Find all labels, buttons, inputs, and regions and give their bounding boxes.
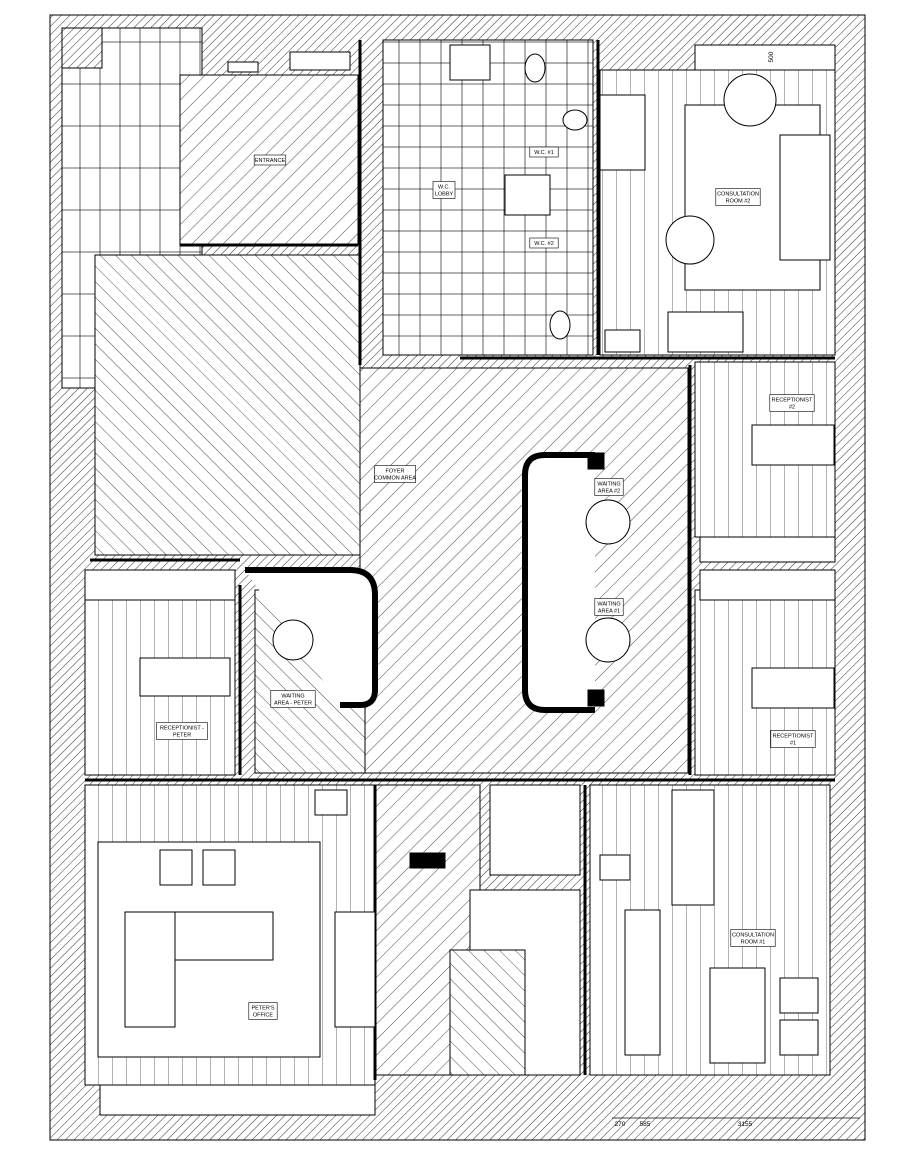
- room-label-box: [594, 598, 624, 616]
- room-label-consultation1: CONSULTATION: [732, 933, 774, 939]
- room-label-receptionist-peter: RECEPTIONIST -: [160, 726, 204, 732]
- dimension-bottom: 3155: [738, 1121, 753, 1128]
- room-label-box: [374, 465, 416, 483]
- room-label-box: [253, 154, 287, 166]
- room-label-receptionist1: #1: [790, 741, 796, 747]
- room-label-entrance: ENTRANCE: [255, 158, 286, 164]
- room-label-foyer: COMMON AREA: [374, 476, 416, 482]
- room-label-box: [769, 394, 815, 412]
- dimension-bottom: 585: [640, 1121, 651, 1128]
- room-label-consultation1: ROOM #1: [741, 940, 766, 946]
- room-label-box: [248, 1002, 278, 1020]
- room-label-consultation2: ROOM #2: [726, 199, 751, 205]
- room-label-wc-lobby: W.C.: [438, 185, 450, 191]
- room-label-box: [156, 722, 208, 740]
- room-label-waiting2: AREA #2: [598, 489, 620, 495]
- furniture: [84, 44, 836, 1116]
- room-label-box: [730, 929, 776, 947]
- room-label-receptionist-peter: PETER: [173, 733, 191, 739]
- room-label-wc-lobby: LOBBY: [435, 192, 454, 198]
- room-label-box: [529, 237, 559, 249]
- room-label-foyer: FOYER: [386, 469, 405, 475]
- room-label-waiting-peter: WAITING: [281, 694, 304, 700]
- room-label-waiting1: WAITING: [597, 602, 620, 608]
- room-label-receptionist2: #2: [789, 405, 795, 411]
- room-label-consultation2: CONSULTATION: [717, 192, 759, 198]
- room-label-peters-office: PETER'S: [251, 1006, 274, 1012]
- room-label-wc1: W.C. #1: [534, 150, 554, 156]
- room-label-box: [432, 181, 456, 199]
- room-label-box: [715, 188, 761, 206]
- room-label-wc2: W.C. #2: [534, 241, 554, 247]
- room-label-box: [270, 690, 316, 708]
- room-label-box: [594, 478, 624, 496]
- room-label-waiting-peter: AREA - PETER: [274, 701, 312, 707]
- room-label-box: [529, 146, 559, 158]
- room-label-receptionist2: RECEPTIONIST: [772, 398, 813, 404]
- room-label-peters-office: OFFICE: [253, 1013, 273, 1019]
- dimension-bottom: 270: [615, 1121, 626, 1128]
- dimension-top-right: 500: [768, 51, 775, 62]
- room-label-receptionist1: RECEPTIONIST: [773, 734, 814, 740]
- room-label-box: [770, 730, 816, 748]
- dimension-labels: 500 270 585 3155: [612, 51, 860, 1128]
- room-labels: ENTRANCE W.C. #1 W.C.LOBBY W.C. #2 CONSULTAT…: [156, 146, 816, 1020]
- room-label-waiting1: AREA #1: [598, 609, 620, 615]
- room-label-waiting2: WAITING: [597, 482, 620, 488]
